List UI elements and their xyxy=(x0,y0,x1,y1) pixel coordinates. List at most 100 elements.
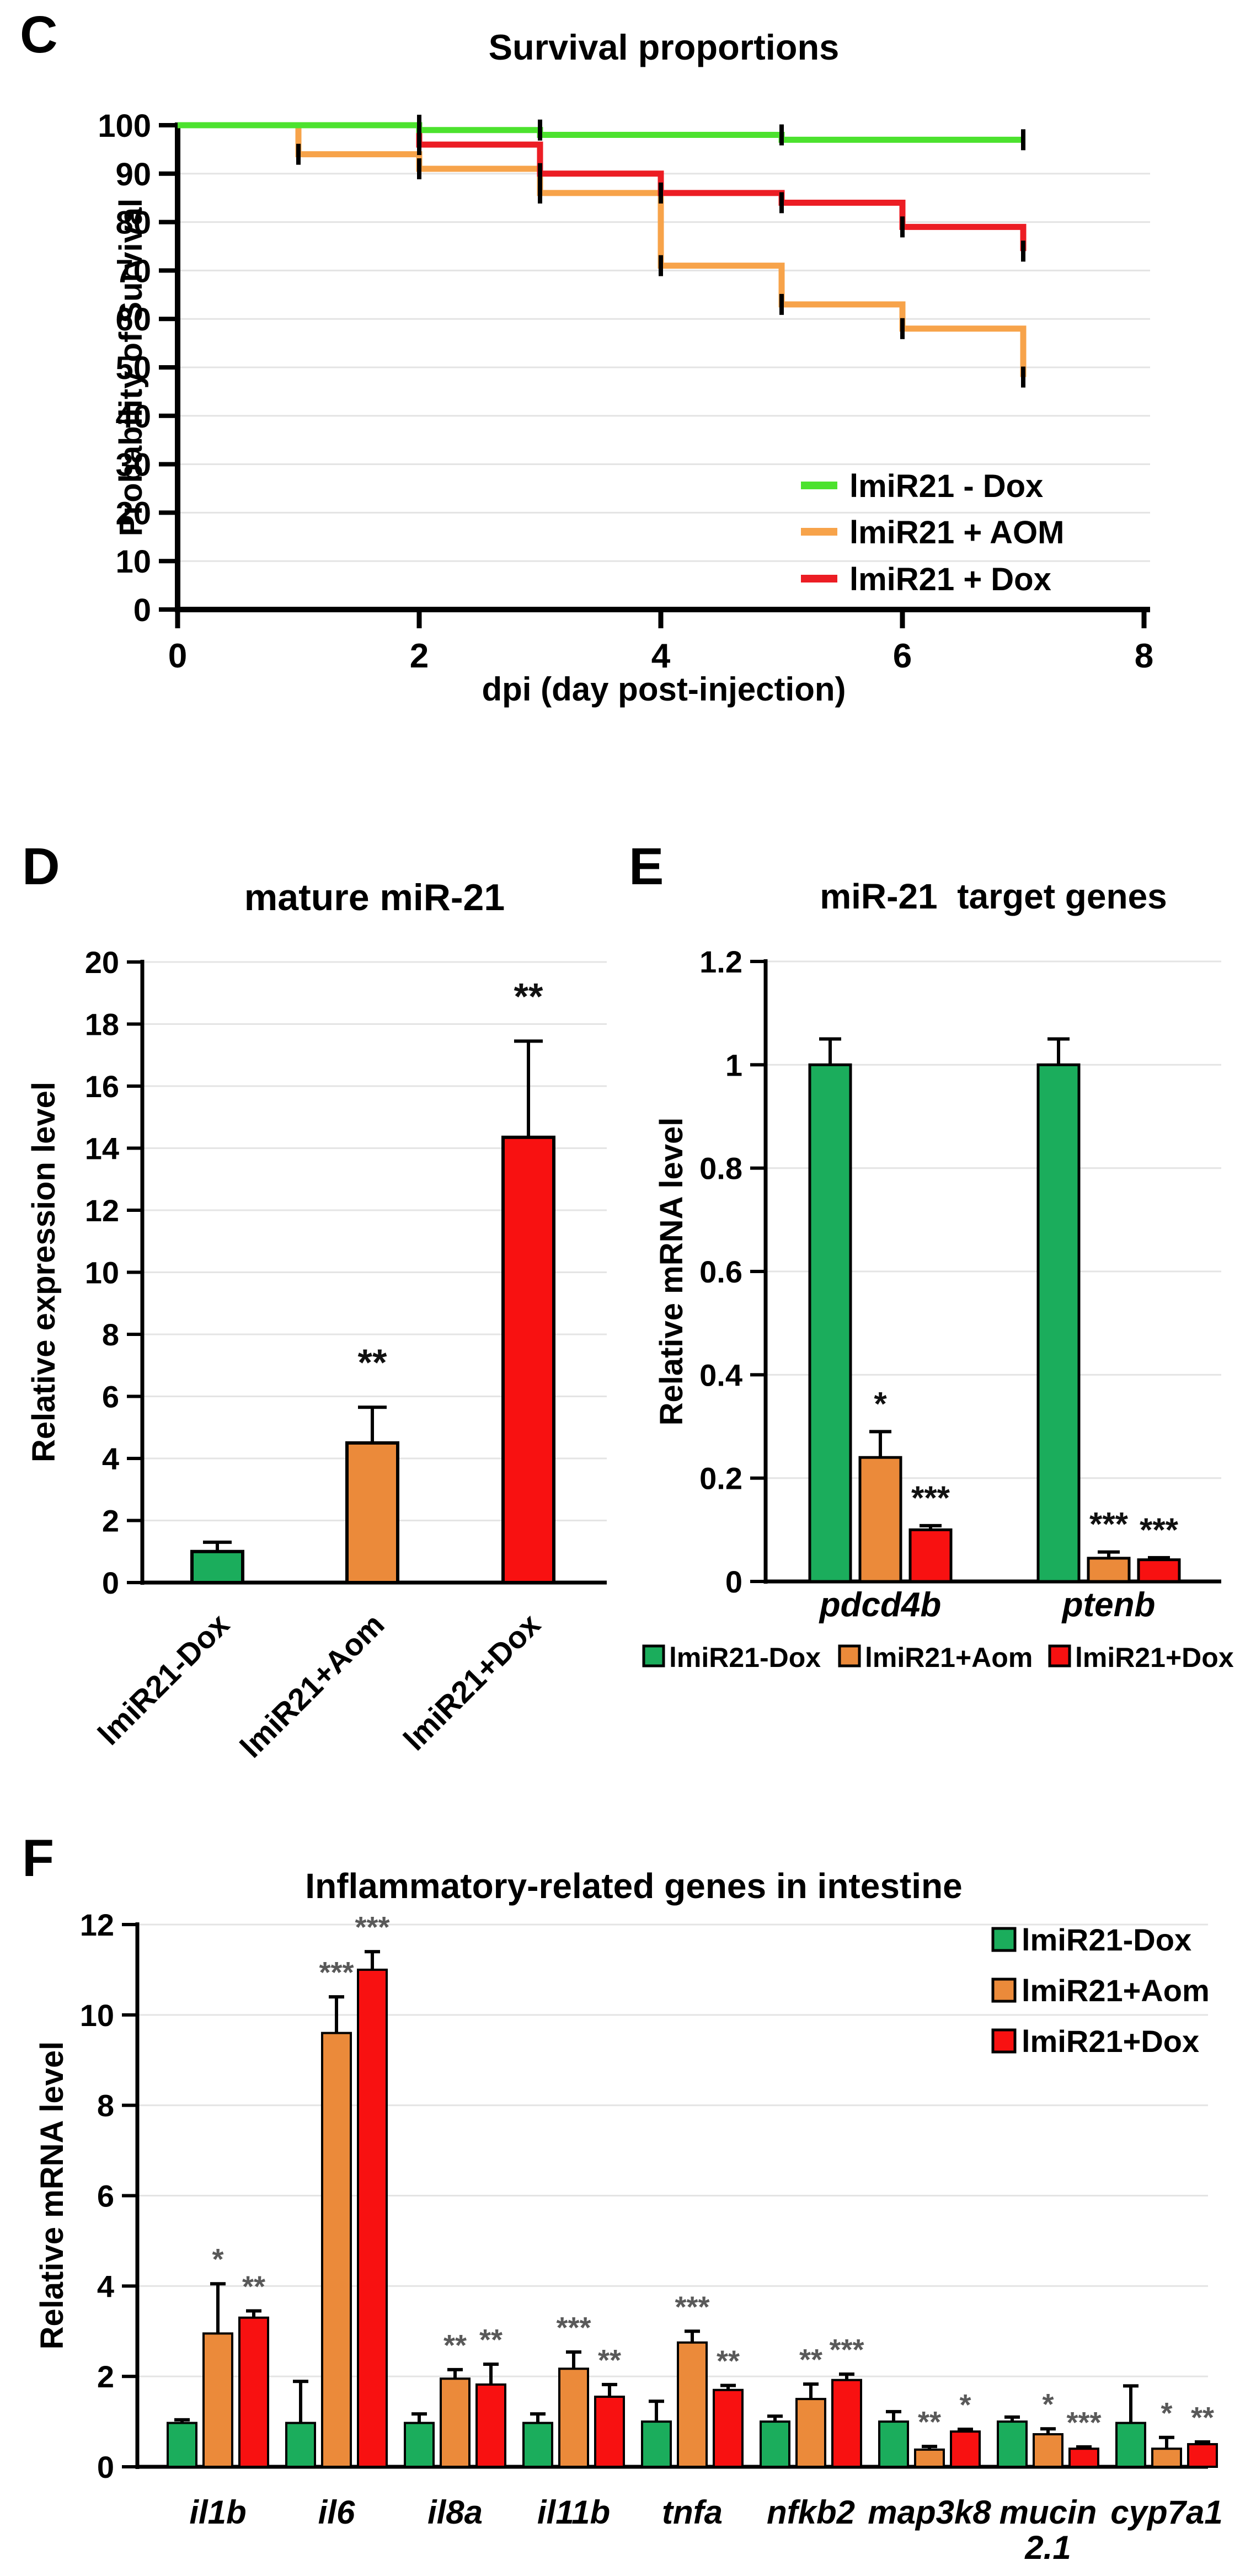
significance-stars: ** xyxy=(479,2323,503,2356)
y-tick xyxy=(159,171,178,176)
bar xyxy=(677,2341,708,2468)
censor-tick xyxy=(659,255,663,276)
y-tick-label: 1.2 xyxy=(699,944,742,979)
y-tick xyxy=(159,268,178,273)
y-tick-label: 80 xyxy=(115,205,151,241)
y-tick xyxy=(159,607,178,612)
category-label: ptenb xyxy=(1061,1586,1156,1624)
censor-tick xyxy=(900,216,905,238)
error-bar xyxy=(929,1525,932,1530)
bar xyxy=(1036,1063,1081,1583)
y-tick-label: 0.8 xyxy=(699,1151,742,1186)
error-bar-cap xyxy=(1159,2435,1174,2439)
error-bar xyxy=(879,1431,882,1458)
gridline xyxy=(142,1333,607,1335)
panel-label-d: D xyxy=(22,837,60,896)
censor-tick xyxy=(1021,241,1025,262)
y-tick-label: 1 xyxy=(725,1047,742,1082)
significance-stars: ** xyxy=(717,2345,740,2378)
y-tick xyxy=(159,462,178,467)
y-tick xyxy=(127,960,142,964)
bar xyxy=(345,1441,399,1584)
censor-tick xyxy=(659,182,663,204)
category-label: nfkb2 xyxy=(767,2494,855,2531)
y-tick-label: 50 xyxy=(115,350,151,386)
significance-stars: *** xyxy=(911,1479,950,1516)
bar xyxy=(1115,2422,1146,2468)
bar xyxy=(641,2420,672,2468)
error-bar-cap xyxy=(767,2414,783,2418)
error-bar xyxy=(773,2416,777,2422)
gridline xyxy=(137,2375,1208,2377)
gridline xyxy=(142,1085,607,1087)
legend-line-marker xyxy=(801,575,837,582)
gridline xyxy=(178,415,1150,417)
legend-swatch xyxy=(1048,1644,1071,1668)
error-bar xyxy=(1129,2386,1132,2423)
y-tick xyxy=(750,960,766,963)
error-bar-cap xyxy=(803,2382,819,2386)
legend-label: lmiR21+Aom xyxy=(865,1642,1033,1673)
error-bar xyxy=(1165,2437,1168,2449)
significance-stars: * xyxy=(959,2388,971,2422)
y-tick xyxy=(127,1146,142,1150)
survival-curve-3 xyxy=(178,122,1027,252)
y-tick-label: 8 xyxy=(97,2088,114,2123)
error-bar-cap xyxy=(411,2412,427,2416)
error-bar-cap xyxy=(920,1524,942,1527)
y-tick-label: 0 xyxy=(97,2450,114,2484)
x-tick xyxy=(416,610,422,628)
inflammatory-genes-title: Inflammatory-related genes in intestine xyxy=(305,1866,963,1906)
bar xyxy=(795,2398,826,2468)
mature-mir21-title: mature miR-21 xyxy=(244,877,505,918)
error-bar xyxy=(335,1997,338,2033)
y-tick xyxy=(122,1923,137,1926)
bar xyxy=(713,2388,744,2468)
y-tick xyxy=(127,1394,142,1398)
y-tick xyxy=(122,2103,137,2107)
x-tick-label: 4 xyxy=(651,637,671,675)
error-bar xyxy=(453,2369,457,2379)
error-bar xyxy=(829,1039,832,1065)
censor-tick xyxy=(1021,129,1025,151)
error-bar xyxy=(1046,2429,1050,2435)
error-bar xyxy=(299,2381,302,2423)
y-tick-label: 10 xyxy=(85,1255,119,1290)
error-bar-cap xyxy=(203,1540,232,1544)
y-tick-label: 20 xyxy=(115,495,151,531)
error-bar xyxy=(1057,1039,1060,1065)
target-genes-title: miR-21 target genes xyxy=(820,877,1167,916)
error-bar-cap xyxy=(720,2383,736,2387)
bar xyxy=(1068,2447,1099,2468)
legend-label: lmiR21+Dox xyxy=(1075,1642,1234,1673)
significance-stars: *** xyxy=(829,2333,864,2366)
error-bar-cap xyxy=(514,1039,543,1043)
survival-x-axis-title: dpi (day post-injection) xyxy=(482,671,846,708)
significance-stars: ** xyxy=(358,1342,387,1383)
error-bar xyxy=(371,1407,374,1443)
y-tick xyxy=(750,1373,766,1377)
gridline xyxy=(142,1271,607,1273)
significance-stars: *** xyxy=(556,2311,591,2344)
y-tick xyxy=(127,1457,142,1460)
panel-label-f: F xyxy=(22,1829,55,1888)
y-tick xyxy=(159,510,178,515)
gridline xyxy=(766,1167,1221,1169)
significance-stars: ** xyxy=(799,2343,822,2376)
y-tick xyxy=(127,1581,142,1584)
x-axis xyxy=(763,1579,1221,1584)
gridline xyxy=(142,1147,607,1149)
bar xyxy=(1087,1557,1131,1583)
y-tick-label: 40 xyxy=(115,399,151,435)
legend-swatch xyxy=(838,1644,861,1668)
bar xyxy=(357,1968,388,2468)
bar xyxy=(908,1528,953,1583)
error-bar-cap xyxy=(483,2363,499,2366)
category-label: il6 xyxy=(318,2494,355,2531)
bar xyxy=(950,2430,981,2468)
x-tick xyxy=(658,610,664,628)
error-bar-cap xyxy=(447,2367,463,2371)
gridline xyxy=(178,463,1150,466)
y-tick-label: 2 xyxy=(97,2359,114,2394)
